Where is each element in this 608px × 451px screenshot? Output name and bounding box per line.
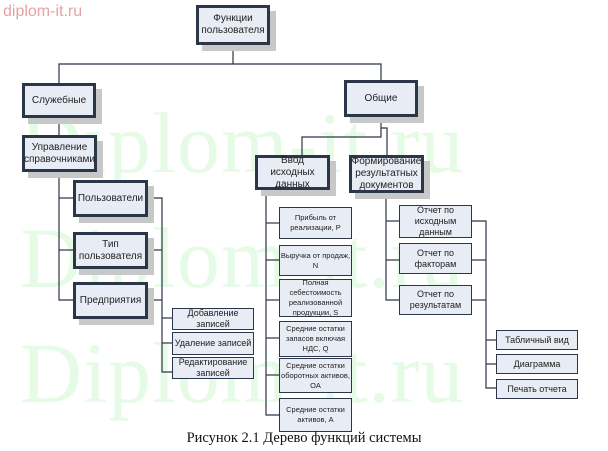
connector [301,117,382,155]
node-input-item: Выручка от продаж, N [279,245,352,276]
connector [265,190,279,416]
node-reference: Управление справочниками [22,135,97,172]
node-view: Табличный вид [496,330,578,350]
node-report-item: Отчет по исходным данным [399,205,472,238]
connector [385,192,400,301]
node-input: Ввод исходных данных [255,155,330,190]
node-reference-item: Тип пользователя [73,232,148,269]
node-input-item: Средние остатки активов, A [279,398,352,432]
connector [58,172,74,301]
node-reports: Формирование результатных документов [349,155,424,193]
node-action: Добавление записей [172,308,254,330]
node-input-item: Средние остатки оборотных активов, OA [279,358,352,393]
node-report-item: Отчет по факторам [399,243,472,274]
node-input-item: Средние остатки запасов включая НДС, Q [279,321,352,357]
connector [233,63,382,80]
node-action: Редактирование записей [172,357,254,379]
connector [472,220,497,389]
node-report-item: Отчет по результатам [399,285,472,315]
node-reference-item: Пользователи [73,180,148,217]
site-label: diplom-it.ru [3,3,83,20]
connector [147,197,172,373]
node-service: Служебные [22,83,96,118]
connector [58,45,234,83]
node-input-item: Прибыль от реализации, P [279,207,352,239]
node-view: Печать отчета [496,379,578,399]
connector [381,127,388,155]
node-input-item: Полная себестоимость реализованной проду… [279,278,352,317]
node-reference-item: Предприятия [73,282,148,319]
node-view: Диаграмма [496,354,578,374]
figure-caption: Рисунок 2.1 Дерево функций системы [186,430,422,446]
node-root: Функции пользователя [196,5,270,45]
node-action: Удаление записей [172,332,254,355]
node-general: Общие [344,80,418,117]
